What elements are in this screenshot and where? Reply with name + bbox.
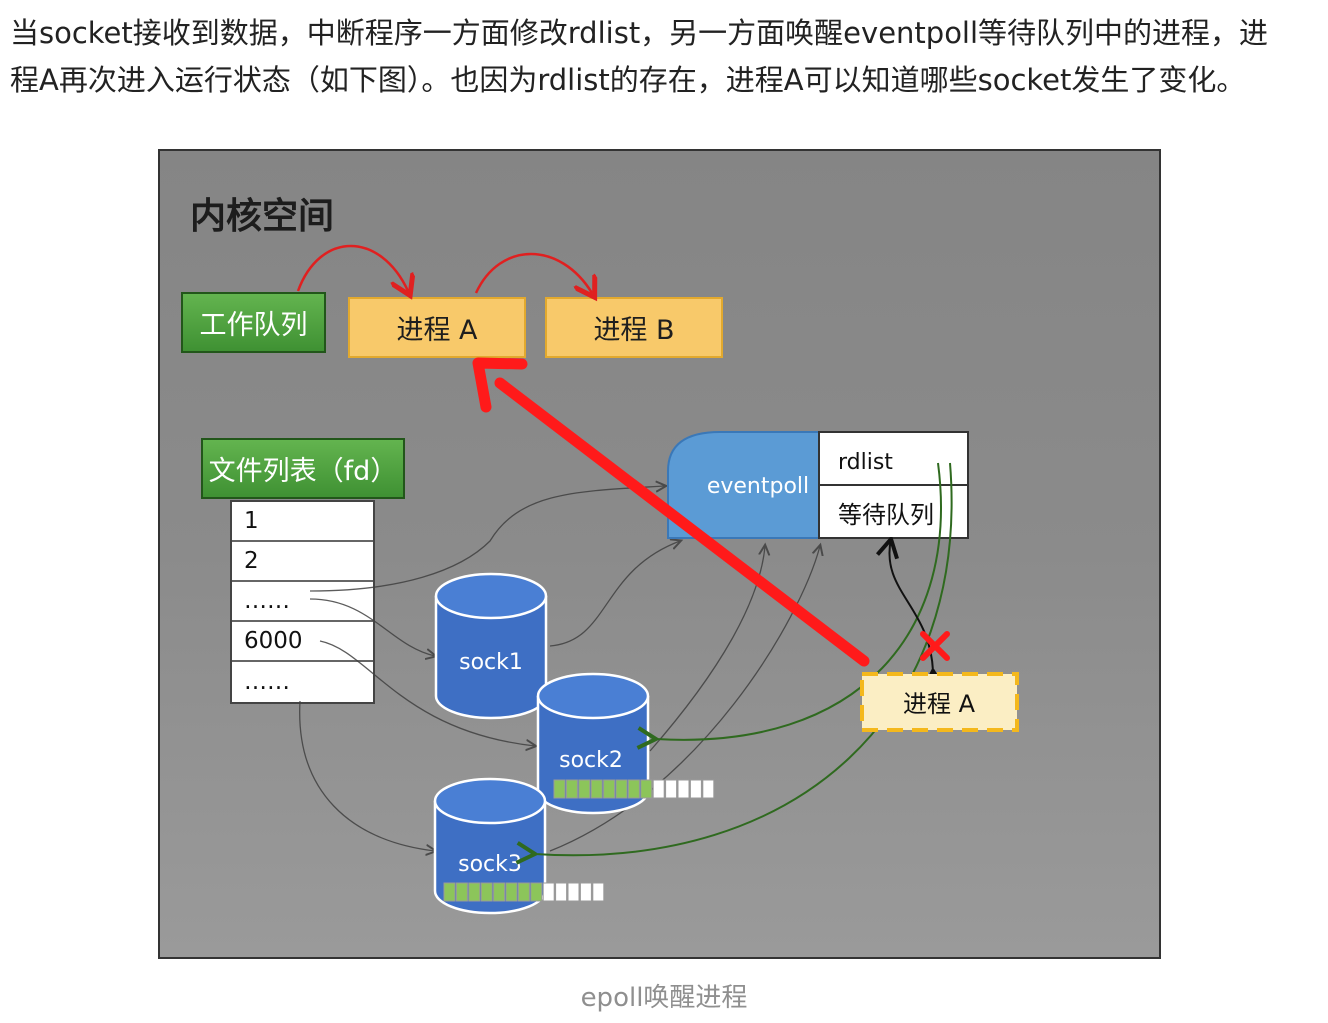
sock2-to-eventpoll — [649, 546, 765, 752]
queue-arrow-1 — [296, 244, 408, 291]
process-a-box: 进程 A — [348, 297, 526, 358]
sock1-to-eventpoll — [549, 541, 680, 647]
paragraph-line-2: 程A再次进入运行状态（如下图）。也因为rdlist的存在，进程A可以知道哪些so… — [10, 63, 1246, 97]
buffer-cell — [592, 882, 605, 902]
buffer-cell — [555, 882, 568, 902]
sock3-buffer — [443, 882, 605, 902]
wait-queue-cell — [818, 484, 969, 539]
diagram-graphics: sock1 sock2 sock3 eventpoll rdlist 等待队列 … — [296, 244, 1019, 915]
buffer-cell — [578, 779, 591, 799]
eventpoll-shape — [667, 431, 821, 539]
buffer-cell — [542, 882, 555, 902]
fd-line-eventpoll — [309, 486, 665, 592]
rdlist-to-sock3 — [535, 462, 953, 855]
fd-entry: 1 — [232, 502, 373, 542]
rdlist-label: rdlist — [838, 450, 893, 475]
fd-line-sock2 — [319, 640, 535, 746]
paragraph-line-1: 当socket接收到数据，中断程序一方面修改rdlist，另一方面唤醒event… — [10, 16, 1269, 50]
buffer-cell — [565, 779, 578, 799]
wakeup-arrowhead — [472, 357, 528, 413]
buffer-cell — [665, 779, 678, 799]
kernel-space-diagram: 内核空间 工作队列 进程 A 进程 B 文件列表（fd） 1 2 …… 6000… — [158, 149, 1161, 959]
sock1-cylinder — [434, 572, 548, 720]
figure-caption: epoll唤醒进程 — [580, 983, 748, 1013]
waiting-process-box — [860, 672, 1019, 732]
buffer-cell — [579, 882, 592, 902]
waiting-process-label: 进程 A — [903, 690, 976, 718]
queue-arrow-2 — [474, 252, 592, 293]
buffer-cell — [640, 779, 653, 799]
buffer-cell — [480, 882, 493, 902]
buffer-cell — [530, 882, 543, 902]
fd-line-sock1 — [309, 598, 435, 656]
rdlist-cell — [818, 431, 969, 486]
wait-queue-label: 等待队列 — [838, 501, 934, 529]
buffer-cell — [553, 779, 566, 799]
eventpoll-label: eventpoll — [707, 474, 809, 499]
buffer-cell — [677, 779, 690, 799]
buffer-cell — [702, 779, 715, 799]
fd-table: 1 2 …… 6000 …… — [230, 500, 375, 704]
fd-entry: …… — [232, 582, 373, 622]
buffer-cell — [627, 779, 640, 799]
process-b-box: 进程 B — [545, 297, 723, 358]
buffer-cell — [652, 779, 665, 799]
sock3-to-eventpoll — [549, 546, 820, 852]
buffer-cell — [590, 779, 603, 799]
work-queue-box: 工作队列 — [181, 292, 326, 353]
buffer-cell — [468, 882, 481, 902]
fd-line-sock3 — [299, 700, 435, 851]
buffer-cell — [689, 779, 702, 799]
sock2-label: sock2 — [559, 748, 623, 773]
fd-entry: 2 — [232, 542, 373, 582]
sock2-buffer — [553, 779, 715, 799]
buffer-cell — [493, 882, 506, 902]
fd-list-label: 文件列表（fd） — [201, 438, 405, 499]
buffer-cell — [443, 882, 456, 902]
buffer-cell — [615, 779, 628, 799]
buffer-cell — [517, 882, 530, 902]
buffer-cell — [455, 882, 468, 902]
fd-entry: 6000 — [232, 622, 373, 662]
intro-paragraph: 当socket接收到数据，中断程序一方面修改rdlist，另一方面唤醒event… — [10, 10, 1310, 104]
buffer-cell — [603, 779, 616, 799]
wakeup-arrow — [494, 377, 870, 667]
kernel-space-title: 内核空间 — [190, 196, 335, 237]
fd-entry: …… — [244, 669, 290, 695]
sock3-label: sock3 — [458, 852, 522, 877]
cross-mark-icon — [920, 631, 950, 661]
sock1-label: sock1 — [459, 650, 523, 675]
buffer-cell — [567, 882, 580, 902]
buffer-cell — [505, 882, 518, 902]
